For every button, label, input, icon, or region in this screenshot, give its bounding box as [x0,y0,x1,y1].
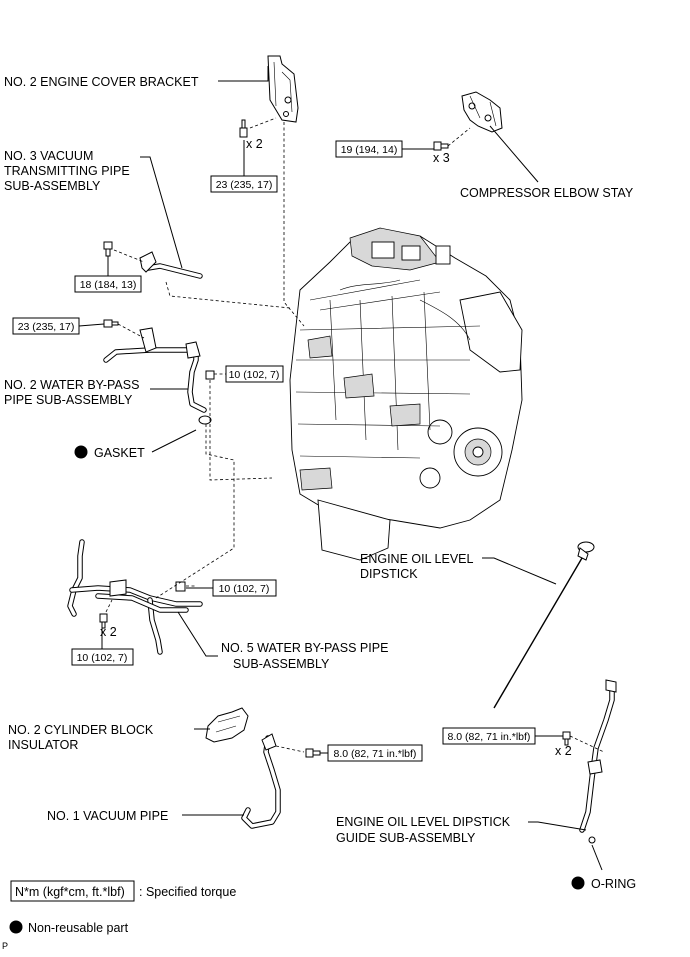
label-dipstick-guide-line1: ENGINE OIL LEVEL DIPSTICK [336,815,511,829]
label-cylinder-block-insulator-line2: INSULATOR [8,738,78,752]
torque-bracket-bolt-text: 23 (235, 17) [216,179,273,191]
torque-bypass5-bolt: 10 (102, 7) [71,628,134,666]
engine-illustration [289,227,523,561]
label-dipstick-guide-line2: GUIDE SUB-ASSEMBLY [336,831,476,845]
water-bypass-pipe-5-part [67,539,203,655]
torque-bypass5-nut-text: 10 (102, 7) [219,583,270,595]
legend-nonreusable-icon [9,920,23,934]
vacuum-pipe-1-part [241,733,281,829]
torque-vacuum1-bolt: 8.0 (82, 71 in.*lbf) [320,744,423,762]
compressor-elbow-stay-part [461,91,503,133]
bypass5-bolt-part [99,613,108,629]
gasket-nonreusable-icon [74,445,88,459]
water-bypass-pipe-2-part [103,327,207,413]
cylinder-block-insulator-part [205,707,249,743]
torque-bypass-pipe-bolt-text: 23 (235, 17) [18,321,75,333]
legend-nonreusable-desc: Non-reusable part [28,921,129,935]
label-water-bypass-pipe-5-line2: SUB-ASSEMBLY [233,657,330,671]
legend-torque-box [10,880,135,902]
label-vacuum-transmitting-pipe-3: SUB-ASSEMBLY [4,179,101,193]
torque-dipstick-guide-bolt-text: 8.0 (82, 71 in.*lbf) [448,731,531,743]
corner-mark: P [2,941,8,951]
gasket-part [198,415,212,425]
torque-vacuum1-bolt-text: 8.0 (82, 71 in.*lbf) [334,748,417,760]
torque-dipstick-guide-bolt: 8.0 (82, 71 in.*lbf) [442,727,563,745]
qty-dipstick-guide-bolt: x 2 [555,744,572,758]
leader-lines [140,66,603,871]
label-water-bypass-pipe-5-line1: NO. 5 WATER BY-PASS PIPE [221,641,388,655]
torque-vacuum-pipe-bolt-text: 18 (184, 13) [80,279,137,291]
label-engine-cover-bracket: NO. 2 ENGINE COVER BRACKET [4,75,199,89]
torque-bypass5-nut: 10 (102, 7) [186,579,277,597]
alignment-lines [105,117,605,753]
qty-bypass5-bolt: x 2 [100,625,117,639]
label-gasket: GASKET [94,446,145,460]
torque-bypass-pipe-bolt: 23 (235, 17) [12,317,105,335]
qty-compressor-stay-bolt: x 3 [433,151,450,165]
torque-vacuum-pipe-bolt: 18 (184, 13) [74,256,142,293]
legend-torque-unit: N*m (kgf*cm, ft.*lbf) [15,885,125,899]
label-o-ring: O-RING [591,877,636,891]
vacuum1-bolt-part [305,748,321,758]
dipstick-guide-part [579,679,617,833]
torque-bypass-pipe-nut-text: 10 (102, 7) [229,369,280,381]
bypass5-nut-part [175,581,186,592]
bypass-pipe-bolt-part [103,319,119,328]
label-cylinder-block-insulator-line1: NO. 2 CYLINDER BLOCK [8,723,154,737]
label-oil-level-dipstick-line2: DIPSTICK [360,567,418,581]
legend-torque-desc: : Specified torque [139,885,236,899]
label-vacuum-transmitting-pipe-1: NO. 3 VACUUM [4,149,93,163]
compressor-stay-bolt-part [433,141,449,151]
label-vacuum-pipe-1: NO. 1 VACUUM PIPE [47,809,168,823]
torque-bypass5-bolt-text: 10 (102, 7) [77,652,128,664]
label-compressor-elbow-stay: COMPRESSOR ELBOW STAY [460,186,634,200]
torque-bypass-pipe-nut: 10 (102, 7) [225,365,284,383]
label-vacuum-transmitting-pipe-2: TRANSMITTING PIPE [4,164,130,178]
label-water-bypass-pipe-2-line2: PIPE SUB-ASSEMBLY [4,393,133,407]
legend: N*m (kgf*cm, ft.*lbf) : Specified torque… [9,880,236,935]
label-oil-level-dipstick-line1: ENGINE OIL LEVEL [360,552,474,566]
vacuum-transmitting-pipe-part [139,251,203,279]
engine-cover-bracket-part [267,55,299,123]
bracket-bolt-part [239,119,248,138]
vacuum-pipe-bolt-part [103,241,113,257]
o-ring-part [588,836,596,844]
torque-compressor-stay-bolt-text: 19 (194, 14) [341,144,398,156]
torque-compressor-stay-bolt: 19 (194, 14) [335,140,434,158]
qty-bracket-bolt: x 2 [246,137,263,151]
o-ring-nonreusable-icon [571,876,585,890]
label-water-bypass-pipe-2-line1: NO. 2 WATER BY-PASS [4,378,139,392]
oil-dipstick-part [493,541,595,709]
bypass-pipe-nut-part [205,370,215,380]
torque-bracket-bolt: 23 (235, 17) [210,140,278,193]
